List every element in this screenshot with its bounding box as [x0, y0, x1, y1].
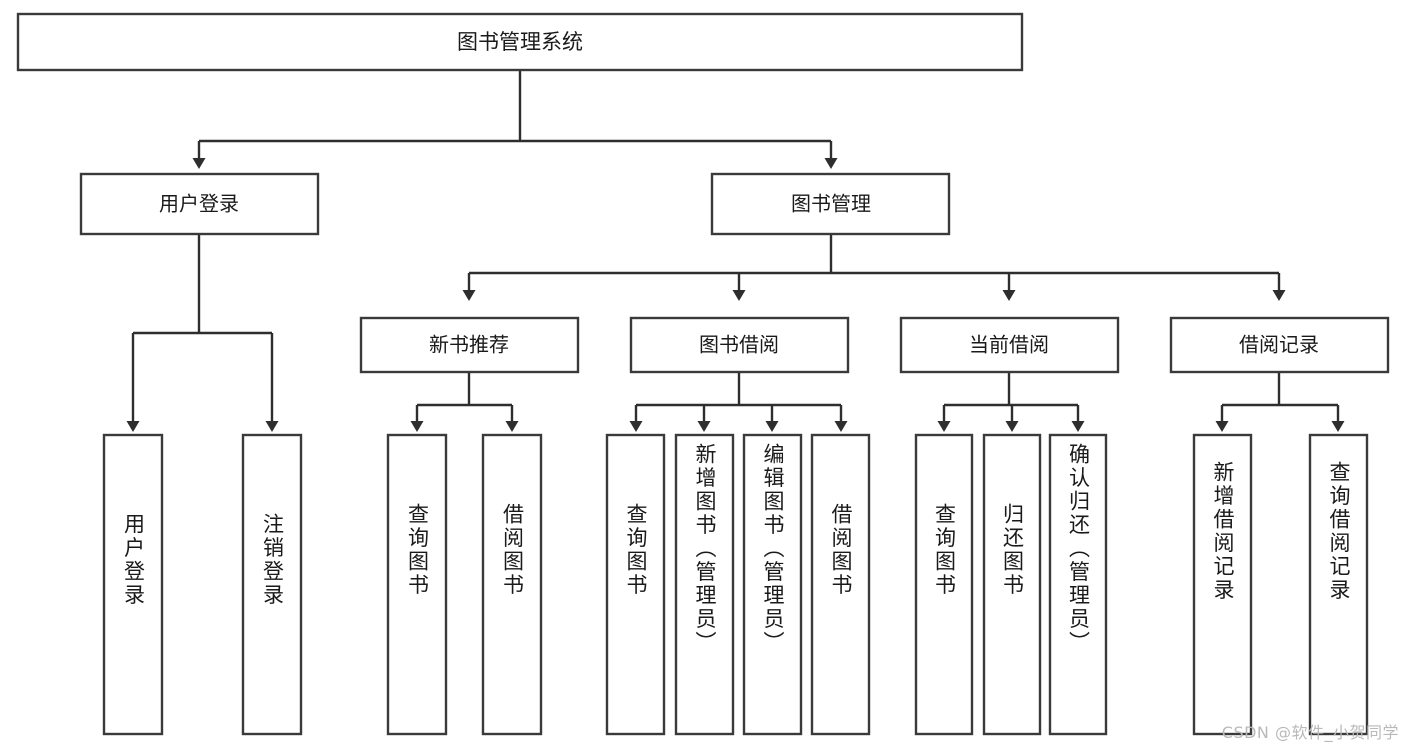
- node-borrow-record-box[interactable]: [1169, 316, 1390, 374]
- node-book-borrow-label: 图书借阅: [699, 333, 779, 357]
- node-new-book[interactable]: 新书推荐: [359, 316, 580, 374]
- node-root[interactable]: 图书管理系统: [16, 12, 1024, 72]
- node-book-manage-box[interactable]: [710, 172, 951, 236]
- leaf-box-group: [102, 433, 1369, 736]
- node-book-manage-label: 图书管理: [791, 192, 871, 216]
- node-borrow-record[interactable]: 借阅记录: [1169, 316, 1390, 374]
- node-current-borrow-label: 当前借阅: [969, 333, 1049, 357]
- connector-group: [126, 70, 1345, 432]
- leaf-box-borrow-record-1[interactable]: [1308, 433, 1369, 736]
- csdn-watermark: CSDN @软件_小贺同学: [1221, 723, 1399, 742]
- node-user-login-box[interactable]: [79, 172, 320, 236]
- leaf-box-book-borrow-0[interactable]: [605, 433, 666, 736]
- node-borrow-record-label: 借阅记录: [1239, 333, 1319, 357]
- leaf-box-user-login-1[interactable]: [241, 433, 303, 736]
- node-root-label: 图书管理系统: [457, 30, 583, 54]
- leaf-box-new-book-1[interactable]: [481, 433, 543, 736]
- node-new-book-box[interactable]: [359, 316, 580, 374]
- leaf-box-book-borrow-1[interactable]: [674, 433, 735, 736]
- leaf-box-borrow-record-0[interactable]: [1192, 433, 1253, 736]
- node-new-book-label: 新书推荐: [429, 333, 509, 357]
- leaf-box-book-borrow-2[interactable]: [742, 433, 803, 736]
- leaf-box-current-borrow-2[interactable]: [1048, 433, 1108, 736]
- leaf-box-user-login-0[interactable]: [102, 433, 164, 736]
- leaf-box-current-borrow-0[interactable]: [914, 433, 974, 736]
- node-user-login[interactable]: 用户登录: [79, 172, 320, 236]
- leaf-box-new-book-0[interactable]: [386, 433, 448, 736]
- leaf-box-book-borrow-3[interactable]: [810, 433, 871, 736]
- node-book-manage[interactable]: 图书管理: [710, 172, 951, 236]
- node-book-borrow[interactable]: 图书借阅: [629, 316, 850, 374]
- node-user-login-label: 用户登录: [159, 192, 239, 216]
- node-root-box[interactable]: [16, 12, 1024, 72]
- node-book-borrow-box[interactable]: [629, 316, 850, 374]
- leaf-box-current-borrow-1[interactable]: [982, 433, 1042, 736]
- node-current-borrow[interactable]: 当前借阅: [899, 316, 1120, 374]
- node-current-borrow-box[interactable]: [899, 316, 1120, 374]
